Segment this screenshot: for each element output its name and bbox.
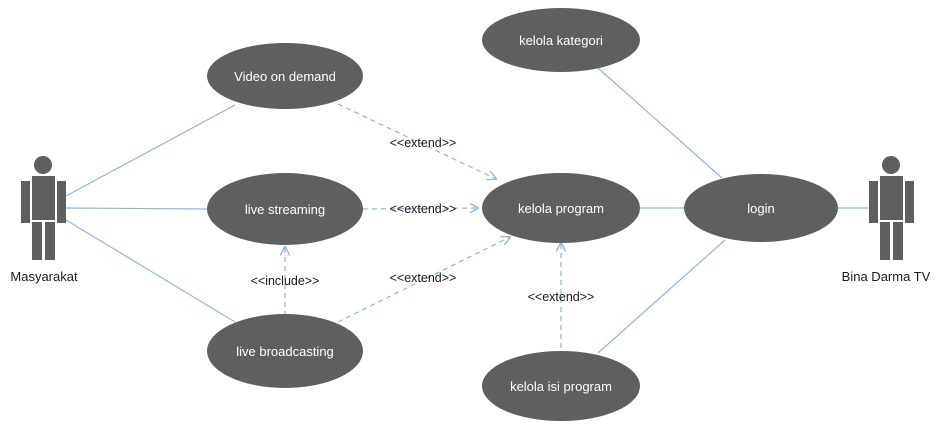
stereotype-extend-streaming: <<extend>> — [390, 202, 457, 216]
actor-label: Bina Darma TV — [842, 269, 931, 284]
actor-bina-darma-tv[interactable]: Bina Darma TV — [842, 156, 931, 284]
use-case-label: kelola kategori — [519, 33, 603, 48]
stereotype-extend-broadcasting: <<extend>> — [390, 271, 457, 285]
use-case-label: login — [747, 201, 774, 216]
use-case-label: kelola isi program — [510, 379, 612, 394]
assoc-isi-program-login — [597, 239, 726, 354]
assoc-masyarakat-vod — [65, 104, 236, 197]
stereotype-extend-vod: <<extend>> — [390, 136, 457, 150]
assoc-masyarakat-broadcasting — [65, 219, 236, 323]
person-icon — [21, 156, 66, 260]
use-case-live-streaming[interactable]: live streaming — [207, 173, 363, 245]
assoc-kategori-login — [597, 67, 723, 179]
use-case-kelola-kategori[interactable]: kelola kategori — [482, 8, 640, 72]
use-case-live-broadcasting[interactable]: live broadcasting — [207, 314, 363, 388]
use-case-label: Video on demand — [234, 69, 336, 84]
use-case-login[interactable]: login — [684, 174, 838, 242]
extend-line-vod — [337, 103, 496, 179]
use-case-label: live broadcasting — [236, 344, 334, 359]
stereotype-extend-isi-program: <<extend>> — [528, 290, 595, 304]
assoc-masyarakat-streaming — [65, 207, 209, 210]
use-case-kelola-program[interactable]: kelola program — [482, 173, 640, 243]
extend-line-streaming — [362, 208, 478, 209]
use-case-label: kelola program — [518, 201, 604, 216]
use-case-video-on-demand[interactable]: Video on demand — [207, 43, 363, 109]
extend-line-broadcasting — [337, 237, 510, 323]
actor-masyarakat[interactable]: Masyarakat — [10, 156, 78, 284]
stereotype-include-broadcasting: <<include>> — [251, 274, 320, 288]
use-case-label: live streaming — [245, 202, 325, 217]
use-case-kelola-isi-program[interactable]: kelola isi program — [482, 351, 640, 421]
person-icon — [869, 156, 914, 260]
actor-label: Masyarakat — [10, 269, 78, 284]
